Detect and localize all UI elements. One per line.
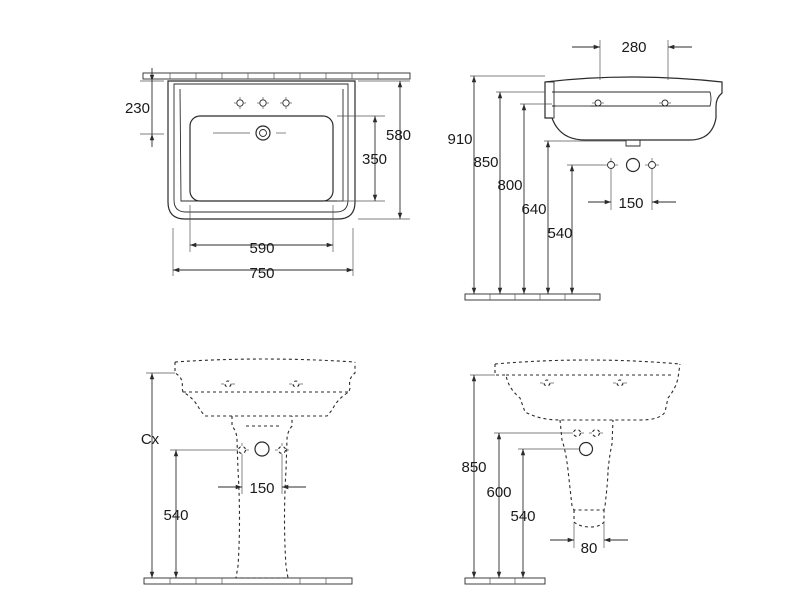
- tap-hole-icon: [280, 97, 292, 109]
- supply-hole-icon: [570, 428, 584, 438]
- dimension-label: 80: [581, 540, 598, 557]
- supply-hole-icon: [275, 443, 289, 457]
- basin-side-outline: [544, 76, 723, 147]
- dimension-label: 280: [621, 39, 646, 56]
- dimension-label: 540: [547, 225, 572, 242]
- waste-hole-icon: [254, 441, 270, 457]
- dimension-800: 800: [497, 103, 552, 294]
- dimension-label: Cx: [141, 431, 160, 448]
- dimension-label: 350: [362, 151, 387, 168]
- dimension-label: 640: [521, 201, 546, 218]
- waste-hole-icon: [625, 157, 641, 173]
- dimension-540: 540: [163, 449, 235, 578]
- tap-hole-icon: [592, 99, 604, 107]
- tap-hole-icon: [257, 97, 269, 109]
- drain-icon: [255, 125, 271, 141]
- dimension-540: 540: [547, 164, 604, 294]
- tap-hole-icon: [659, 99, 671, 107]
- wall-band: [142, 72, 411, 80]
- dimension-cx: Cx: [141, 372, 175, 578]
- dimension-label: 850: [473, 154, 498, 171]
- dimension-80: 80: [550, 522, 628, 557]
- dimension-label: 580: [386, 127, 411, 144]
- dimension-label: 150: [249, 480, 274, 497]
- dimension-150: 150: [218, 457, 306, 497]
- dimension-230: 230: [125, 68, 164, 147]
- dimension-label: 150: [618, 195, 643, 212]
- dimension-350: 350: [337, 115, 387, 202]
- supply-hole-icon: [604, 158, 618, 172]
- dimension-590: 590: [189, 205, 334, 257]
- tap-hole-icon: [234, 97, 246, 109]
- floor-band: [143, 577, 353, 585]
- dimension-label: 230: [125, 100, 150, 117]
- dimension-label: 540: [510, 508, 535, 525]
- dimension-540: 540: [510, 448, 579, 578]
- front-pedestal-view: 150 Cx 540: [141, 358, 356, 585]
- side-view: 280 150 910: [447, 39, 723, 301]
- waste-hole-icon: [578, 441, 594, 457]
- dimension-280: 280: [572, 39, 692, 80]
- dimension-label: 850: [461, 459, 486, 476]
- dimension-640: 640: [521, 140, 626, 294]
- tap-hole-icon: [289, 380, 303, 388]
- dimension-580: 580: [358, 80, 411, 220]
- tap-hole-icon: [540, 379, 554, 387]
- tap-hole-icon: [613, 379, 627, 387]
- floor-band: [464, 293, 601, 301]
- dimension-label: 600: [486, 484, 511, 501]
- dimension-850: 850: [461, 374, 495, 578]
- dimension-600: 600: [486, 432, 570, 578]
- supply-hole-icon: [589, 428, 603, 438]
- dimension-850: 850: [473, 91, 545, 294]
- supply-hole-icon: [645, 158, 659, 172]
- dimension-910: 910: [447, 75, 545, 294]
- top-view: 230 350 580 590 750: [125, 68, 411, 282]
- basin-outline: [167, 80, 356, 220]
- dimension-label: 910: [447, 131, 472, 148]
- dimension-150: 150: [588, 172, 676, 212]
- dimension-label: 590: [249, 240, 274, 257]
- dimension-label: 540: [163, 507, 188, 524]
- supply-hole-icon: [235, 443, 249, 457]
- side-pedestal-view: 80 850 600 540: [461, 359, 681, 585]
- floor-band: [464, 577, 546, 585]
- pedestal-side-outline: [559, 419, 614, 528]
- dimension-label: 750: [249, 265, 274, 282]
- basin-front-outline: [174, 358, 356, 417]
- dimension-label: 800: [497, 177, 522, 194]
- dimension-750: 750: [172, 228, 354, 282]
- basin-side-dashed-outline: [494, 359, 681, 421]
- bowl-outline: [189, 115, 334, 202]
- pedestal-outline: [231, 416, 293, 579]
- tap-hole-icon: [221, 380, 235, 388]
